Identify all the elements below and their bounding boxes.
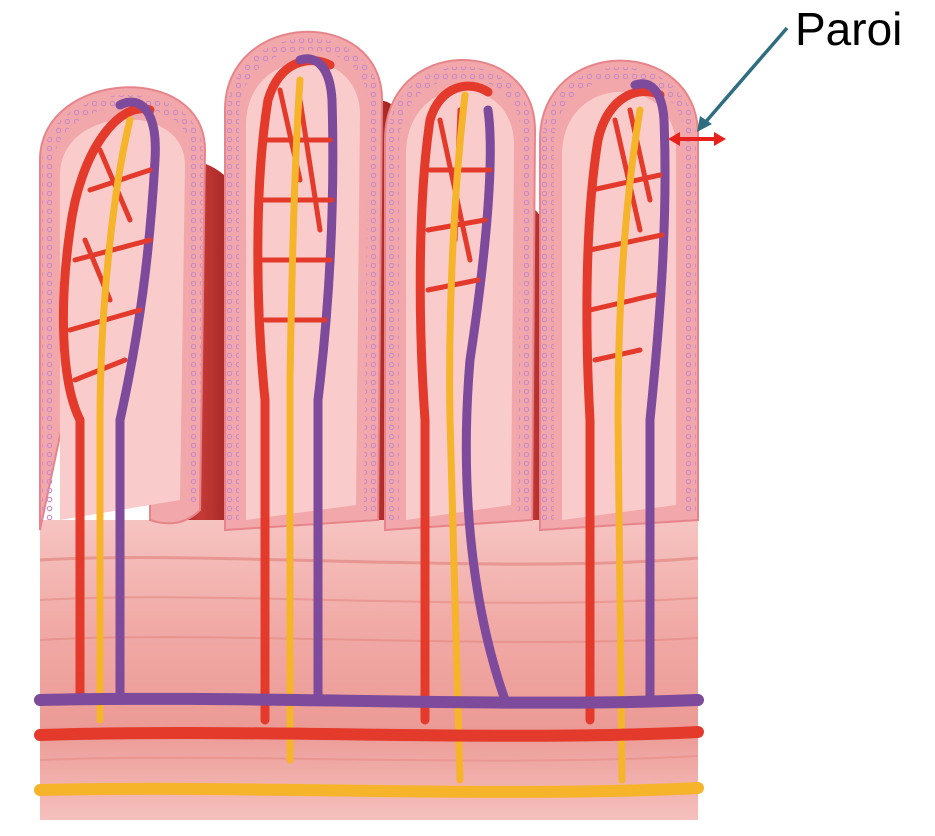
wall-thickness-arrowhead-right bbox=[714, 132, 726, 146]
wall-label: Paroi bbox=[795, 4, 902, 55]
submucosa-base bbox=[40, 520, 698, 820]
pointer-line bbox=[703, 28, 787, 125]
